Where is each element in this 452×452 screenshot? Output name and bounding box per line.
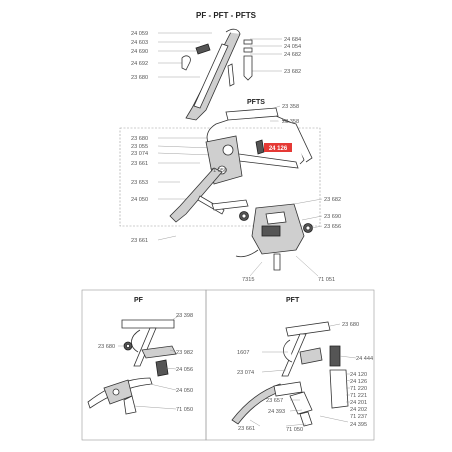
part-label: 71 051 — [318, 277, 335, 283]
pft-assembly: 23 680 1607 23 074 24 444 24 120 24 126 … — [231, 321, 373, 433]
part-label: 23 358 — [282, 119, 299, 125]
part-label: 71 221 — [350, 393, 367, 399]
section-label-pft: PFT — [286, 297, 300, 304]
part-label: 71 220 — [350, 386, 367, 392]
part-label: 23 682 — [284, 69, 301, 75]
part-label: 24 202 — [350, 407, 367, 413]
part-label: 24 054 — [284, 44, 301, 50]
part-label: 23 398 — [176, 313, 193, 319]
part-label: 23 074 — [131, 151, 148, 157]
part-label: 23 657 — [266, 398, 283, 404]
section-label-pfts: PFTS — [247, 99, 265, 106]
part-label: 24 056 — [176, 367, 193, 373]
part-label: 23 680 — [342, 322, 359, 328]
diagram-title: PF - PFT - PFTS — [196, 11, 257, 20]
part-label: 23 982 — [176, 350, 193, 356]
highlight-label: 24 126 — [269, 146, 288, 152]
part-label: 24 395 — [350, 422, 367, 428]
part-label: 24 201 — [350, 400, 367, 406]
part-label: 24 059 — [131, 31, 148, 37]
part-label: 24 050 — [176, 388, 193, 394]
part-label: 23 682 — [324, 197, 341, 203]
part-label: 71 050 — [210, 168, 227, 174]
part-label: 23 661 — [131, 161, 148, 167]
part-label: 71 050 — [176, 407, 193, 413]
part-label: 71 237 — [350, 414, 367, 420]
part-label: 24 684 — [284, 37, 301, 43]
part-label: 23 358 — [282, 104, 299, 110]
part-label: 24 120 — [350, 372, 367, 378]
part-label: 23 680 — [131, 136, 148, 142]
pf-assembly: 23 398 23 680 23 982 24 056 24 050 71 05… — [87, 313, 193, 415]
part-label: 24 444 — [356, 356, 373, 362]
part-label: 23 074 — [237, 370, 254, 376]
part-label: 23 653 — [131, 180, 148, 186]
section-label-pf: PF — [134, 297, 144, 304]
part-label: 23 661 — [131, 238, 148, 244]
part-label: 24 692 — [131, 61, 148, 67]
part-label: 24 393 — [268, 409, 285, 415]
pft-frame — [205, 289, 375, 441]
part-label: 23 656 — [324, 224, 341, 230]
part-label: 24 682 — [284, 52, 301, 58]
part-label: 24 126 — [350, 379, 367, 385]
part-label: 24 603 — [131, 40, 148, 46]
part-label: 24 050 — [131, 197, 148, 203]
part-label: 23 680 — [98, 344, 115, 350]
part-label: 23 680 — [131, 75, 148, 81]
top-assembly: PFTS 24 126 — [119, 28, 341, 283]
highlight-badge[interactable] — [264, 143, 292, 152]
part-label: 23 661 — [238, 426, 255, 432]
part-label: 23 055 — [131, 144, 148, 150]
part-label: 24 690 — [131, 49, 148, 55]
part-label: 1607 — [237, 350, 249, 356]
part-label: 71 050 — [286, 427, 303, 433]
part-label: 23 690 — [324, 214, 341, 220]
part-label: 7315 — [242, 277, 254, 283]
